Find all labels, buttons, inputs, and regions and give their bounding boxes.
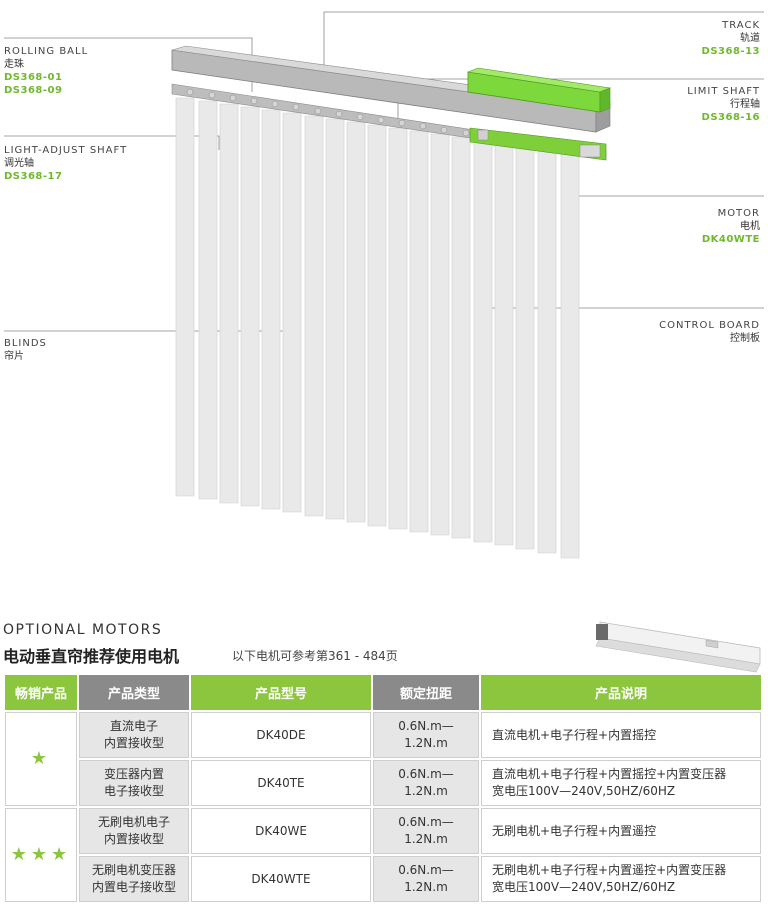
table-row: 无刷电机变压器内置电子接收型 DK40WTE 0.6N.m—1.2N.m 无刷电…	[5, 856, 761, 902]
callout-en: ROLLING BALL	[4, 46, 89, 57]
desc-cell: 直流电机+电子行程+内置摇控+内置变压器宽电压100V—240V,50HZ/60…	[481, 760, 761, 806]
table-row: 变压器内置电子接收型 DK40TE 0.6N.m—1.2N.m 直流电机+电子行…	[5, 760, 761, 806]
section-subtitle: 电动垂直帘推荐使用电机	[3, 647, 180, 666]
callout-en: TRACK	[722, 20, 760, 31]
callout-code: DS368-16	[701, 112, 760, 123]
desc-cell: 无刷电机+电子行程+内置遥控+内置变压器宽电压100V—240V,50HZ/60…	[481, 856, 761, 902]
header-cell: 产品型号	[191, 675, 371, 710]
callout-code: DK40WTE	[701, 234, 760, 245]
section-note: 以下电机可参考第361 - 484页	[232, 649, 398, 663]
header-cell: 产品类型	[79, 675, 189, 710]
type-cell: 无刷电机电子内置接收型	[79, 808, 189, 854]
callout-cn: 轨道	[740, 33, 760, 44]
type-cell: 变压器内置电子接收型	[79, 760, 189, 806]
header-cell: 产品说明	[481, 675, 761, 710]
callout-code: DS368-01	[4, 72, 63, 83]
motor-spec-table: 畅销产品 产品类型 产品型号 额定扭距 产品说明 ★ 直流电子内置接收型 DK4…	[3, 673, 763, 904]
torque-cell: 0.6N.m—1.2N.m	[373, 760, 479, 806]
callout-cn: 电机	[740, 221, 760, 232]
callout-code: DS368-13	[701, 46, 760, 57]
star-icon: ★★★	[10, 843, 72, 865]
table-row: ★★★ 无刷电机电子内置接收型 DK40WE 0.6N.m—1.2N.m 无刷电…	[5, 808, 761, 902]
desc-cell: 无刷电机+电子行程+内置遥控	[481, 808, 761, 854]
callout-en: BLINDS	[4, 338, 47, 349]
callout-code: DS368-09	[4, 85, 63, 96]
torque-cell: 0.6N.m—1.2N.m	[373, 856, 479, 902]
callout-cn: 调光轴	[4, 158, 34, 169]
limit-shaft	[466, 67, 612, 113]
callout-rolling-ball: ROLLING BALL 走珠 DS368-01 DS368-09	[4, 45, 88, 97]
header-cell: 额定扭距	[373, 675, 479, 710]
callout-cn: 行程轴	[730, 99, 760, 110]
bestseller-cell: ★	[5, 712, 77, 806]
section-title: OPTIONAL MOTORS	[3, 622, 163, 638]
callout-en: LIMIT SHAFT	[687, 86, 760, 97]
table-header-row: 畅销产品 产品类型 产品型号 额定扭距 产品说明	[5, 675, 761, 710]
type-cell: 无刷电机变压器内置电子接收型	[79, 856, 189, 902]
model-cell: DK40TE	[191, 760, 371, 806]
blind-blades	[175, 97, 580, 559]
callout-code: DS368-17	[4, 171, 63, 182]
model-cell: DK40WTE	[191, 856, 371, 902]
callout-en: LIGHT-ADJUST SHAFT	[4, 145, 128, 156]
bestseller-cell: ★★★	[5, 808, 77, 902]
model-cell: DK40DE	[191, 712, 371, 758]
model-cell: DK40WE	[191, 808, 371, 854]
callout-light-adjust: LIGHT-ADJUST SHAFT 调光轴 DS368-17	[4, 144, 127, 183]
callout-cn: 走珠	[4, 59, 24, 70]
callout-en: CONTROL BOARD	[659, 320, 760, 331]
star-icon: ★	[30, 747, 52, 769]
callout-track: TRACK 轨道 DS368-13	[702, 19, 760, 58]
desc-cell: 直流电机+电子行程+内置摇控	[481, 712, 761, 758]
table-row: ★ 直流电子内置接收型 DK40DE 0.6N.m—1.2N.m 直流电机+电子…	[5, 712, 761, 806]
torque-cell: 0.6N.m—1.2N.m	[373, 808, 479, 854]
callout-blinds: BLINDS 帘片	[4, 337, 47, 363]
torque-cell: 0.6N.m—1.2N.m	[373, 712, 479, 758]
callout-motor: MOTOR 电机 DK40WTE	[702, 207, 760, 246]
callout-control-board: CONTROL BOARD 控制板	[659, 319, 760, 345]
callout-en: MOTOR	[717, 208, 760, 219]
header-cell: 畅销产品	[5, 675, 77, 710]
callout-cn: 控制板	[730, 333, 760, 344]
motor-assembly	[469, 127, 607, 161]
blind-illustration	[4, 11, 764, 559]
callout-limit-shaft: LIMIT SHAFT 行程轴 DS368-16	[687, 85, 760, 124]
callout-cn: 帘片	[4, 351, 24, 362]
type-cell: 直流电子内置接收型	[79, 712, 189, 758]
